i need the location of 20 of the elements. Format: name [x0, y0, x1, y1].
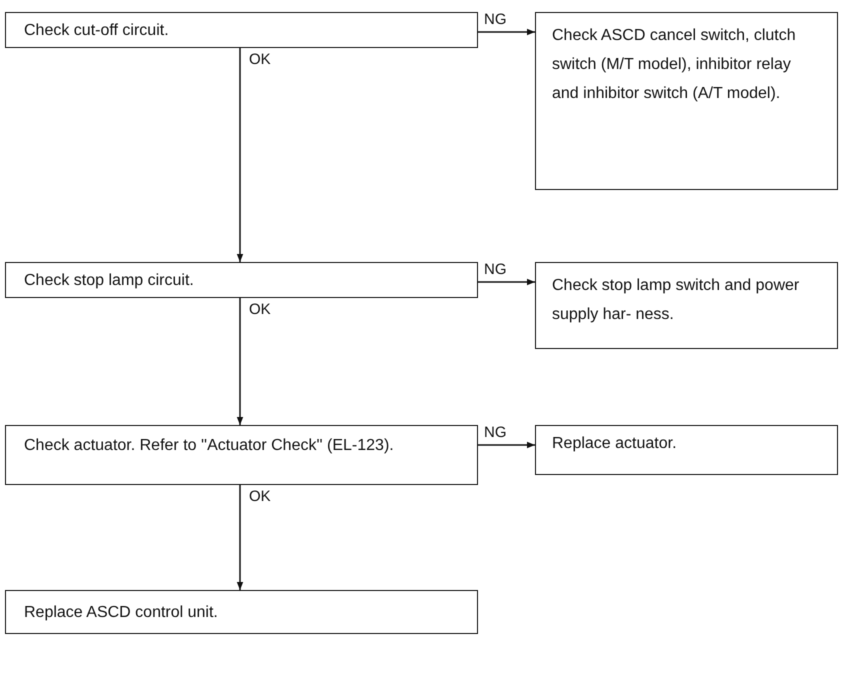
process-box [5, 590, 478, 634]
step-text: Replace ASCD control unit. [24, 603, 219, 623]
step-text: Check cut-off circuit. [24, 21, 170, 41]
arrow [478, 442, 535, 448]
arrow [478, 278, 535, 286]
arrow [236, 298, 244, 425]
arrow [478, 28, 535, 36]
step-text: Check ASCD cancel switch, clutch switch (M/T model), inhibitor relay and inhibitor switch (A/T model). [552, 26, 797, 104]
process-box [5, 425, 478, 485]
process-box [535, 262, 838, 349]
arrow [236, 485, 244, 590]
step-text: Replace actuator. [552, 434, 678, 454]
step-text: Check stop lamp circuit. [24, 271, 195, 291]
process-box [535, 425, 838, 475]
step-text: Check actuator. Refer to ''Actuator Check'' (EL-123). [24, 436, 395, 456]
arrow [236, 48, 244, 262]
step-text: Check stop lamp switch and power supply har- ness. [552, 276, 800, 325]
process-box [5, 262, 478, 298]
process-box [535, 12, 838, 190]
process-box [5, 12, 478, 48]
